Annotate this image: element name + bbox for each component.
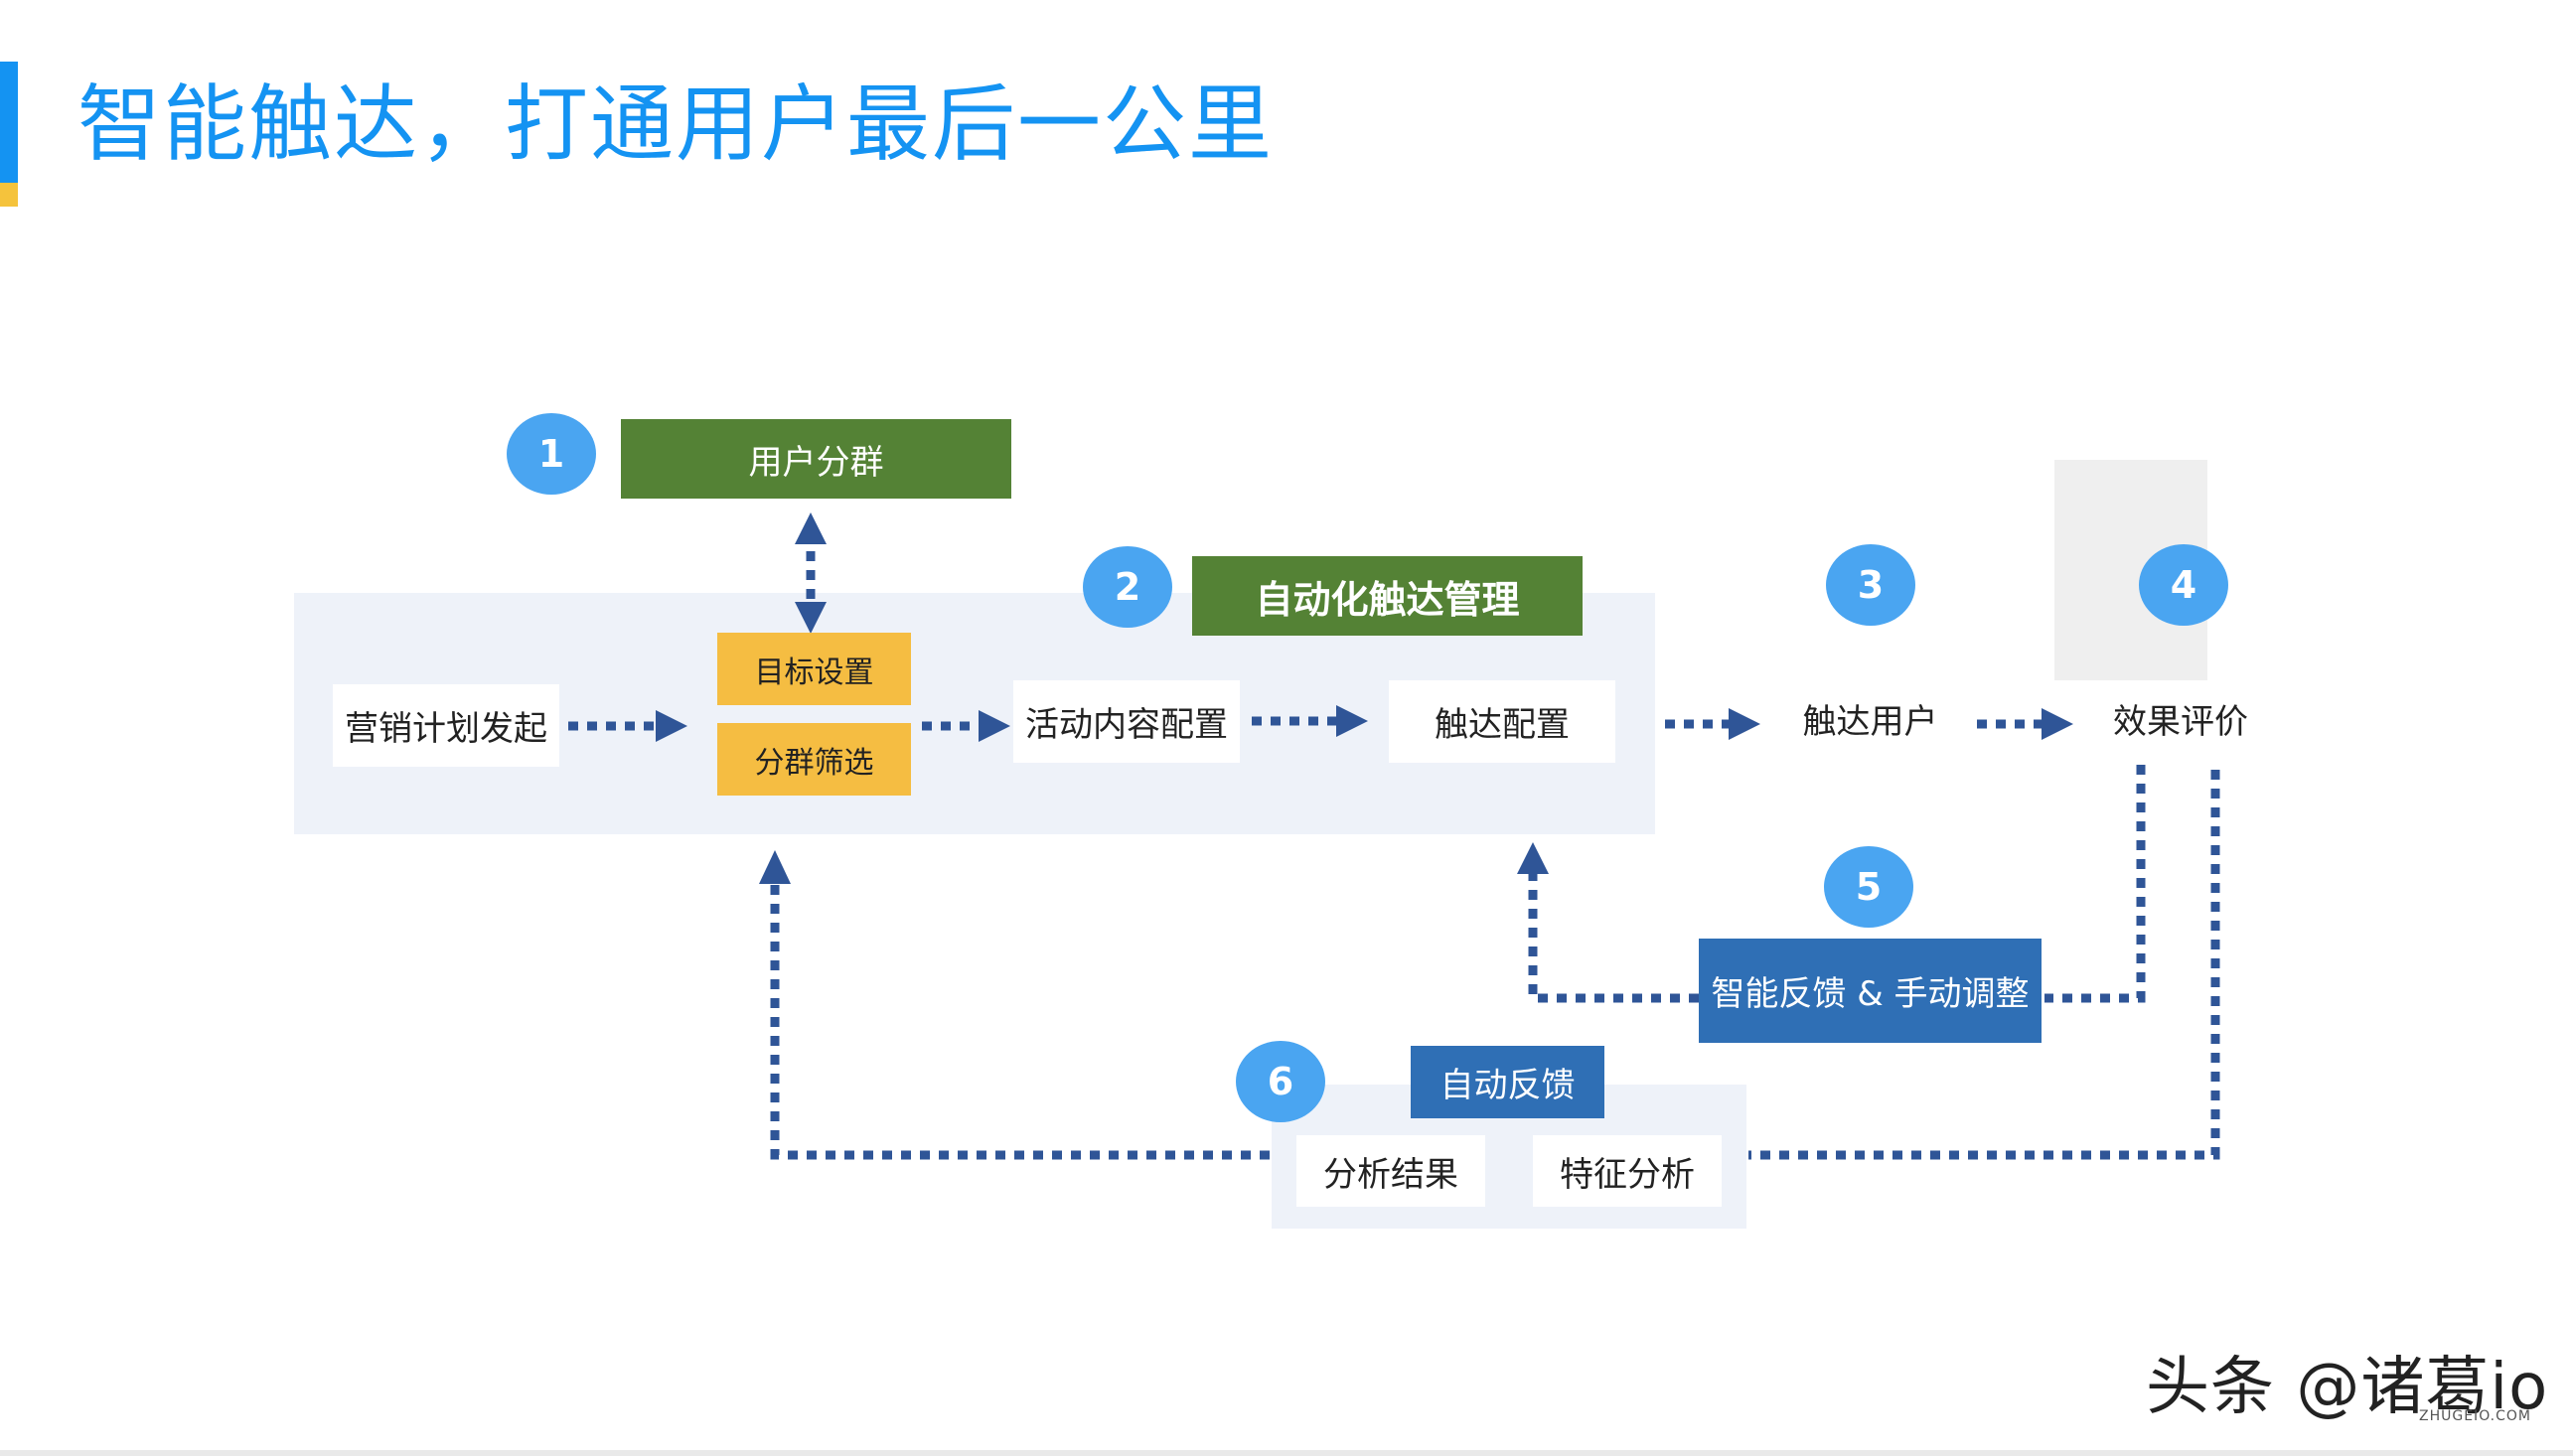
step-6-badge: 6 [1236,1041,1325,1122]
node-feature-analysis: 特征分析 [1533,1135,1722,1207]
arrowhead-segment-to-activity [979,710,1010,742]
step-1-label: 用户分群 [621,419,1011,499]
node-analysis-result: 分析结果 [1296,1135,1485,1207]
step-1-badge: 1 [507,413,596,495]
step-6-label: 自动反馈 [1411,1046,1604,1118]
step-2-badge: 2 [1083,546,1172,628]
arrow-analysis-to-target [770,874,1270,1160]
step-3-label: 触达用户 [1802,701,1938,742]
step-5-label: 智能反馈 & 手动调整 [1699,939,2042,1043]
bottom-divider [0,1450,2573,1456]
watermark-text: 头条 @诸葛io [2146,1351,2549,1424]
arrow-feedback-to-reach [2044,765,2146,1003]
node-segment-filter: 分群筛选 [717,723,911,796]
arrowhead-segment-up [795,512,827,544]
node-activity-config: 活动内容配置 [1013,680,1240,763]
arrowhead-reach-to-user [1729,708,1760,740]
arrow-eval-to-feature [1748,770,2220,1160]
node-reach-config: 触达配置 [1389,680,1615,763]
node-marketing-plan: 营销计划发起 [333,684,559,767]
step-3-badge: 3 [1826,544,1915,626]
step-4-badge: 4 [2139,544,2228,626]
arrow-adjust-to-reach [1528,874,1699,1003]
page-title: 智能触达，打通用户最后一公里 [77,75,1275,173]
arrowhead-user-to-eval [2042,708,2073,740]
title-accent-bar-yellow [0,183,18,207]
arrowhead-plan-to-target [656,710,687,742]
step-4-label: 效果评价 [2113,701,2248,742]
step-2-label: 自动化触达管理 [1192,556,1583,636]
arrowhead-activity-to-reach [1336,705,1368,737]
watermark-subtext: ZHUGEIO.COM [2419,1408,2531,1424]
arrowhead-analysis-to-target [759,850,791,884]
node-target-setting: 目标设置 [717,633,911,705]
step-5-badge: 5 [1824,846,1913,928]
arrowhead-segment-down [795,602,827,634]
title-accent-bar [0,62,18,206]
arrowhead-adjust-to-reach [1517,842,1549,874]
